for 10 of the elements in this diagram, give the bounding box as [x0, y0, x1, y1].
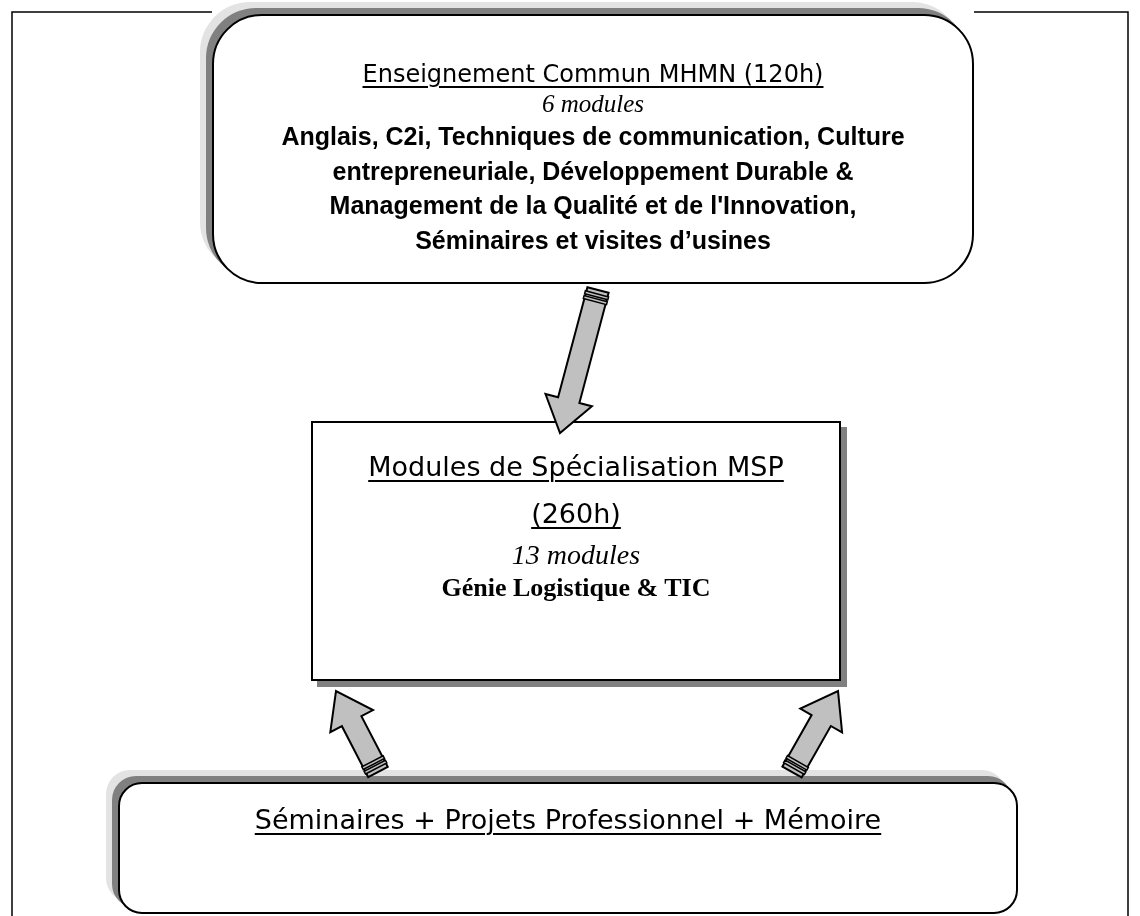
heading: Séminaires + Projets Professionnel + Mémoire	[254, 803, 882, 837]
module-count: 6 modules	[541, 90, 645, 120]
rounded-box	[118, 782, 1018, 914]
heading: Enseignement Commun MHMN (120h)	[362, 59, 824, 90]
heading: Modules de Spécialisation MSP (260h)	[367, 450, 785, 532]
module-count: 13 modules	[511, 537, 641, 572]
process-box	[311, 421, 841, 681]
module-list: Anglais, C2i, Techniques de communication, Culture entrepreneuriale, Développement Durable & Management de la Qualité et de l'Innovation, Séminaires et visites d’usines	[273, 119, 913, 258]
specialty-name: Génie Logistique & TIC	[441, 572, 711, 605]
rounded-box	[212, 14, 974, 284]
